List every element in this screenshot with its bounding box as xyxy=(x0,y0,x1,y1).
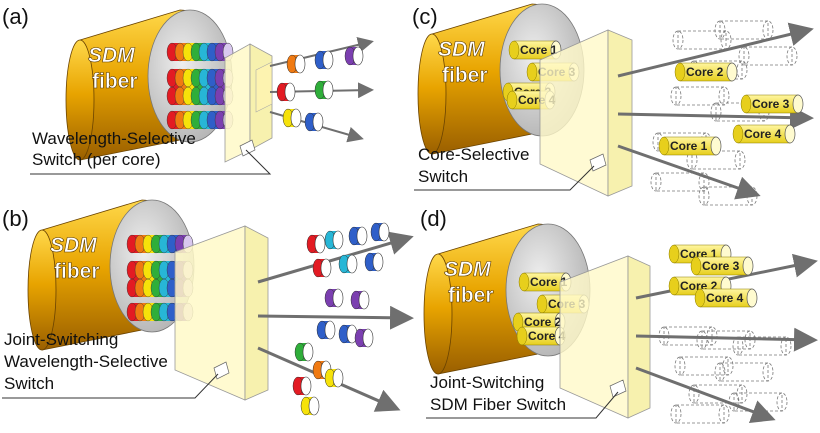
panel-c-out-core-4: Core 4 xyxy=(732,124,796,144)
panel-a-fiber-label-2: fiber xyxy=(92,70,138,93)
panel-b-channel-16 xyxy=(292,376,312,396)
panel-c-dashed-1 xyxy=(672,30,732,50)
panel-c-fiber-label-2: fiber xyxy=(442,64,488,87)
panel-d-fiber-label-2: fiber xyxy=(448,284,494,307)
panel-b-channel-8 xyxy=(324,288,344,308)
panel-c-dashed-8 xyxy=(686,150,746,170)
panel-c-tag: (c) xyxy=(412,4,438,29)
panel-b-core-bundle-1 xyxy=(126,234,194,254)
panel-c-dashed-10 xyxy=(698,186,758,206)
panel-a-caption-line-2: Switch (per core) xyxy=(32,150,160,169)
panel-d-out-core-3: Core 3 xyxy=(690,256,754,276)
panel-b-caption-line-2: Wavelength-Selective xyxy=(4,352,168,371)
panel-c-dashed-2 xyxy=(714,20,774,40)
panel-c-dashed-4 xyxy=(738,46,798,66)
panel-d-dashed-4 xyxy=(674,356,734,376)
panel-a-tag: (a) xyxy=(2,4,29,29)
panel-c-out-core-3: Core 3 xyxy=(740,94,804,114)
panel-c-fiber-label-1: SDM xyxy=(438,38,485,61)
panel-a-fiber-label-1: SDM xyxy=(88,44,135,67)
panel-c-out-core-3-label: Core 3 xyxy=(752,97,790,111)
panel-d-core-2-label: Core 2 xyxy=(524,315,562,329)
panel-a-channel-blue xyxy=(314,50,334,70)
panel-d-caption: Joint-Switching SDM Fiber Switch xyxy=(426,373,619,419)
panel-c-out-core-2-label: Core 2 xyxy=(686,65,724,79)
panel-a-output-channels xyxy=(276,46,364,132)
panel-d-out-core-4-label: Core 4 xyxy=(706,291,744,305)
panel-b-switch xyxy=(174,225,269,401)
panel-b-fiber-label-1: SDM xyxy=(50,234,97,257)
panel-a-channel-red xyxy=(276,82,296,102)
panel-a-core-bundle-2 xyxy=(166,68,234,88)
panel-a-channel-purple xyxy=(344,46,364,66)
panel-a-core-bundle-3 xyxy=(166,86,234,106)
panel-b-channel-6 xyxy=(338,254,358,274)
panel-a-core-bundles xyxy=(166,42,234,130)
panel-c-out-core-2: Core 2 xyxy=(674,62,738,82)
panel-b-channel-7 xyxy=(364,252,384,272)
panel-d-dashed-6 xyxy=(688,384,748,404)
panel-b-channel-12 xyxy=(354,328,374,348)
panel-a-switch xyxy=(224,43,273,163)
panel-b-channel-13 xyxy=(294,342,314,362)
panel-a-caption-line-1: Wavelength-Selective xyxy=(32,129,196,148)
panel-c-switch xyxy=(539,29,633,197)
panel-c-core-1: Core 1 xyxy=(508,40,562,60)
panel-c-caption-line-1: Core-Selective xyxy=(418,145,530,164)
panel-b-fiber-label-2: fiber xyxy=(54,260,100,283)
panel-c-caption-line-2: Switch xyxy=(418,167,468,186)
panel-a-core-bundle-1 xyxy=(166,42,234,62)
panel-d-tag: (d) xyxy=(420,206,447,231)
panel-a-channel-yellow xyxy=(282,108,302,128)
panel-c-dashed-5 xyxy=(670,86,730,106)
panel-c: (c) SDM fiber Core 1 Core 3 Core 2 Core 4 C… xyxy=(412,3,814,206)
panel-d-out-core-3-label: Core 3 xyxy=(702,259,740,273)
panel-d-core-1-label: Core 1 xyxy=(530,275,568,289)
panel-d-dashed-outputs xyxy=(658,326,792,424)
panel-b-output-channels xyxy=(292,222,390,416)
panel-b-channel-17 xyxy=(300,396,320,416)
panel-a-caption: Wavelength-Selective Switch (per core) xyxy=(30,129,272,175)
panel-b-channel-4 xyxy=(370,222,390,242)
panel-b-channel-9 xyxy=(350,290,370,310)
panel-c-output-cores: Core 2 Core 3 Core 1 Core 4 xyxy=(658,62,804,156)
panel-c-out-core-4-label: Core 4 xyxy=(744,127,782,141)
panel-a-channel-blue-2 xyxy=(304,112,324,132)
panel-a-channel-green xyxy=(314,80,334,100)
panel-c-core-1-label: Core 1 xyxy=(520,43,558,57)
panel-d-core-4: Core 4 xyxy=(516,326,566,346)
panel-d-fiber-label-1: SDM xyxy=(444,258,491,281)
panel-c-out-core-1-label: Core 1 xyxy=(670,139,708,153)
panel-d-caption-line-1: Joint-Switching xyxy=(430,373,544,392)
panel-d-core-4-label: Core 4 xyxy=(528,329,566,343)
panel-b-caption-line-3: Switch xyxy=(4,374,54,393)
panel-c-out-core-1: Core 1 xyxy=(658,136,722,156)
panel-b-caption-line-1: Joint-Switching xyxy=(4,330,118,349)
panel-b-channel-15 xyxy=(324,368,344,388)
panel-b-channel-1 xyxy=(306,234,326,254)
panel-b-caption: Joint-Switching Wavelength-Selective Swi… xyxy=(2,330,219,399)
panel-b-channel-11 xyxy=(338,324,358,344)
panel-d-caption-line-2: SDM Fiber Switch xyxy=(430,395,566,414)
panel-d-out-core-4: Core 4 xyxy=(694,288,758,308)
panel-b-channel-5 xyxy=(312,258,332,278)
panel-a: (a) SDM fiber Wavelength-Selective Switc… xyxy=(2,4,374,175)
panel-d-dashed-7 xyxy=(728,392,788,412)
panel-a-core-bundle-4 xyxy=(166,110,234,130)
panel-c-output-arrows xyxy=(617,22,814,200)
panel-b: (b) SDM fiber Joint-Switching Wavelength… xyxy=(2,199,414,416)
panel-b-tag: (b) xyxy=(2,206,29,231)
panel-c-caption: Core-Selective Switch xyxy=(414,145,595,191)
panel-d-dashed-8 xyxy=(670,404,730,424)
panel-b-channel-10 xyxy=(316,320,336,340)
panel-b-channel-2 xyxy=(324,230,344,250)
panel-b-channel-3 xyxy=(348,226,368,246)
panel-d-dashed-3 xyxy=(732,336,792,356)
panel-d-dashed-5 xyxy=(714,362,774,382)
panel-a-channel-orange xyxy=(286,54,306,74)
